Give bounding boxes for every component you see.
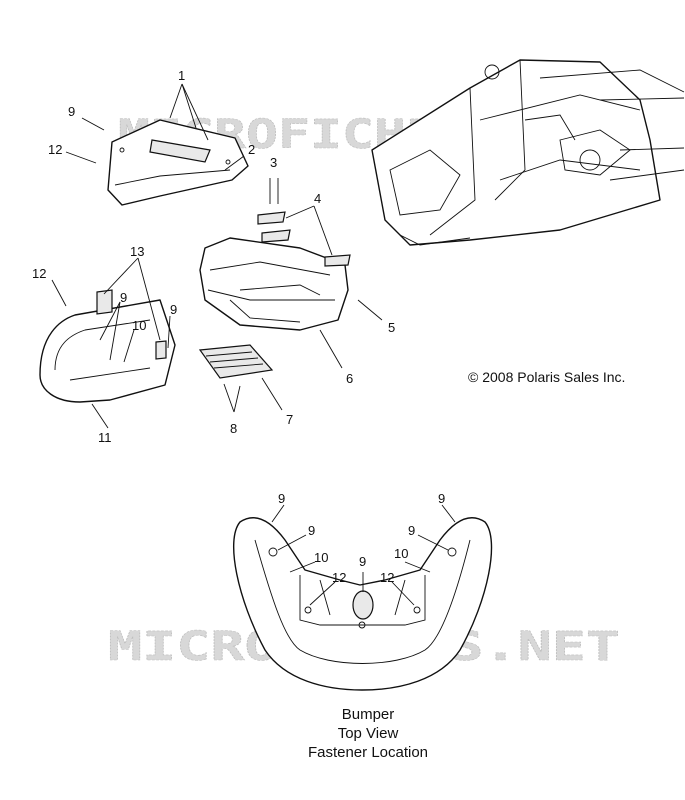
callout-10-side: 10 (132, 318, 146, 333)
callout-5: 5 (388, 320, 395, 335)
topview-callout-9-left: 9 (278, 491, 285, 506)
copyright-notice: © 2008 Polaris Sales Inc. (468, 369, 625, 385)
callout-12-side: 12 (32, 266, 46, 281)
caption-line-1: Bumper (342, 706, 395, 723)
topview-callout-9-inner-left: 9 (308, 523, 315, 538)
topview-callout-12-left: 12 (332, 570, 346, 585)
caption-line-3: Fastener Location (308, 744, 428, 761)
callout-7: 7 (286, 412, 293, 427)
callout-2: 2 (248, 142, 255, 157)
topview-callout-10-right: 10 (394, 546, 408, 561)
topview-callout-9-center: 9 (359, 554, 366, 569)
belly-pan-part (199, 211, 351, 331)
upper-panel-part (107, 119, 249, 206)
callout-9-top: 9 (68, 104, 75, 119)
topview-callout-12-right: 12 (380, 570, 394, 585)
topview-callout-10-left: 10 (314, 550, 328, 565)
callout-9-bumper-a: 9 (120, 290, 127, 305)
caption-line-2: Top View (338, 725, 399, 742)
bumper-side-part (39, 289, 176, 403)
callout-8: 8 (230, 421, 237, 436)
callout-13: 13 (130, 244, 144, 259)
topview-callout-9-right: 9 (438, 491, 445, 506)
topview-callout-9-inner-right: 9 (408, 523, 415, 538)
skid-plate-part (198, 344, 274, 379)
callout-1: 1 (178, 68, 185, 83)
callout-9-bumper-b: 9 (170, 302, 177, 317)
callout-6: 6 (346, 371, 353, 386)
bumper-top-view (233, 517, 493, 691)
callout-4: 4 (314, 191, 321, 206)
chassis-frame (371, 59, 685, 246)
bumper-caption: Bumper Top View Fastener Location (308, 706, 428, 761)
callout-3: 3 (270, 155, 277, 170)
callout-labels: 1 2 3 4 5 6 7 8 9 9 9 10 11 12 12 13 9 9… (32, 68, 445, 585)
leader-lines (51, 83, 456, 606)
callout-12-top: 12 (48, 142, 62, 157)
callout-11: 11 (98, 430, 112, 445)
